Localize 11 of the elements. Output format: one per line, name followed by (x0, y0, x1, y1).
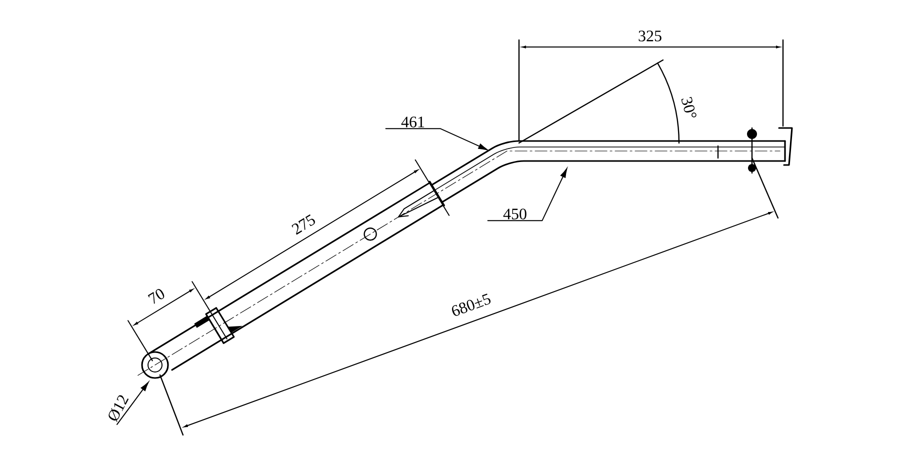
dimension-text: 30° (681, 96, 696, 118)
callout-text: 450 (503, 208, 526, 220)
dimension-text: 680±5 (452, 294, 491, 316)
leader-line (385, 128, 488, 150)
callout-text: 461 (401, 116, 424, 128)
callout-text: Ø12 (108, 395, 129, 422)
dimension-text: 70 (148, 289, 164, 304)
dimension-text: 275 (292, 214, 315, 235)
leader-line (487, 168, 568, 222)
dimension-text: 325 (638, 30, 662, 42)
leader-line (116, 382, 149, 425)
